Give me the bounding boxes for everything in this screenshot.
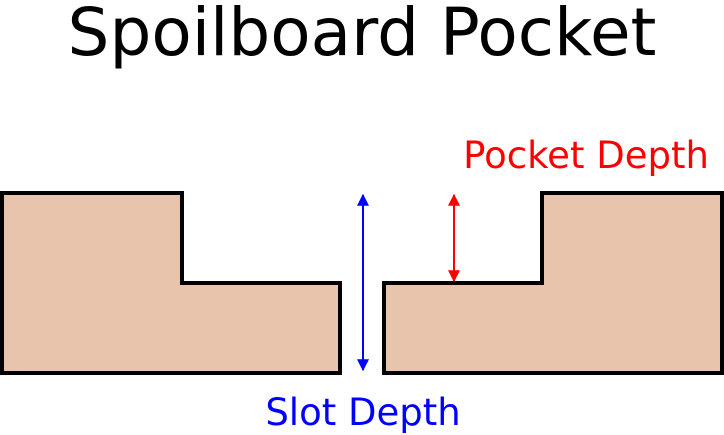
diagram-title: Spoilboard Pocket	[68, 0, 657, 71]
right-spoilboard-section	[382, 191, 724, 375]
left-spoilboard-section	[0, 191, 342, 375]
slot-depth-label: Slot Depth	[265, 391, 460, 434]
pocket-depth-label: Pocket Depth	[463, 134, 709, 177]
